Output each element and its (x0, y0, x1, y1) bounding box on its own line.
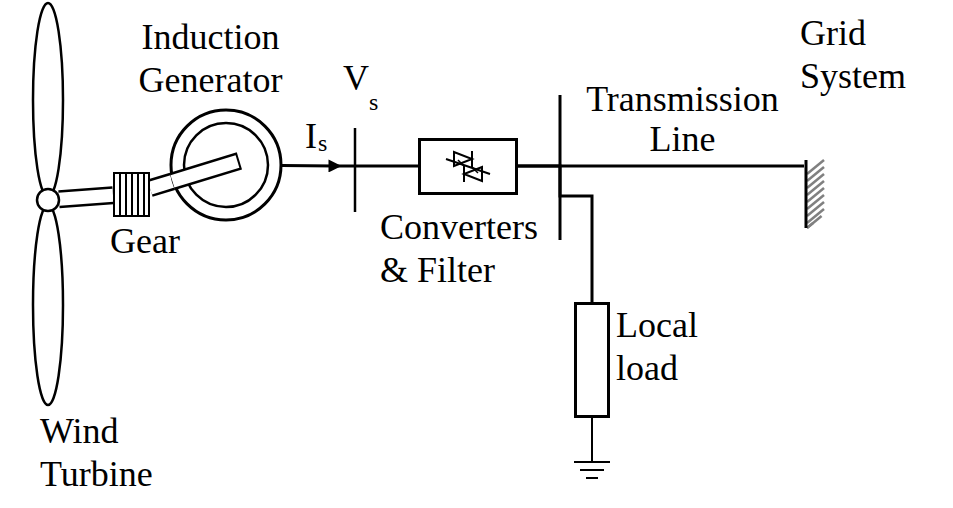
rotor-shaft (172, 161, 237, 181)
load-node: Local load (574, 302, 610, 418)
turbine-hub (37, 189, 59, 211)
node-label: Local load (616, 304, 728, 390)
ground-symbol (580, 469, 604, 471)
grid-hatching (807, 181, 824, 195)
load-shape (574, 302, 610, 418)
turbine-blade (33, 205, 63, 405)
line-label: Transmission Line (575, 80, 790, 159)
thyristor-symbol (446, 151, 490, 182)
signal-label: V (343, 60, 369, 96)
grid-bus (805, 160, 808, 228)
stator-bus-bar (354, 128, 357, 212)
gear-tooth (137, 173, 139, 216)
turbine-node: Wind Turbine (30, 0, 66, 407)
grid-node: Grid System (804, 160, 826, 228)
gear-box (114, 173, 149, 216)
gear-tooth (125, 173, 127, 216)
subscript-label: s (369, 90, 378, 114)
node-label: Induction Generator (128, 16, 293, 102)
rotor-shaft (172, 161, 239, 181)
grid-shape (804, 160, 826, 228)
ground-symbol (574, 461, 610, 463)
converter-shape (418, 138, 518, 195)
signal-label: I (305, 118, 317, 154)
node-label: Gear (110, 220, 200, 263)
gear-shape (113, 172, 150, 217)
turbine-shape (30, 0, 66, 407)
converter-node: Converters & Filter (418, 138, 518, 195)
ground-wire (591, 418, 593, 462)
node-label: Wind Turbine (40, 410, 180, 496)
gear-node: Gear (113, 172, 150, 217)
gear-tooth (143, 173, 145, 216)
power-line (282, 165, 418, 166)
grid-hatching (807, 195, 824, 209)
generator-stator (171, 110, 281, 220)
generator-node: Induction Generator (170, 109, 282, 221)
grid-hatching (807, 223, 813, 228)
gear-tooth (131, 173, 133, 216)
converter-box (420, 140, 517, 194)
grid-hatching (807, 160, 824, 174)
gear-tooth (119, 173, 121, 216)
ground-symbol (586, 477, 598, 479)
turbine-blade (33, 3, 63, 197)
drive-shaft (150, 181, 172, 188)
grid-hatching (807, 216, 822, 228)
subscript-label: s (318, 131, 327, 155)
load-resistor (576, 304, 609, 417)
drive-shaft (59, 195, 113, 199)
grid-hatching (807, 167, 824, 181)
grid-hatching (807, 188, 824, 202)
grid-hatching (807, 202, 824, 216)
node-label: Converters & Filter (380, 206, 555, 292)
node-label: Grid System (800, 12, 925, 98)
generator-shape (170, 109, 282, 221)
grid-hatching (807, 174, 824, 188)
